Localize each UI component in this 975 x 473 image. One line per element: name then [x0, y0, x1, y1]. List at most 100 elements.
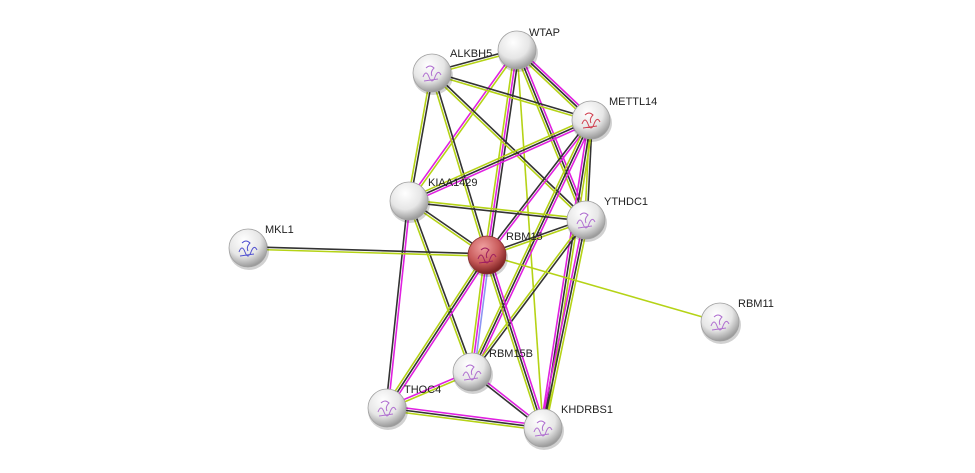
node-label: MKL1 [265, 224, 294, 236]
edge-evidence-line [407, 117, 591, 200]
node-bubble[interactable] [367, 388, 407, 428]
edge-kiaa1429-thoc4[interactable] [385, 200, 411, 409]
edge-evidence-line [387, 201, 411, 409]
edge-evidence-line [409, 50, 519, 203]
edge-evidence-line [486, 254, 544, 429]
edge-evidence-line [486, 49, 518, 256]
edge-evidence-line [432, 72, 489, 255]
node-label: YTHDC1 [604, 196, 648, 208]
protein-structure-icon [581, 112, 601, 129]
node-alkbh5[interactable]: ALKBH5 [412, 48, 492, 95]
node-mkl1[interactable]: MKL1 [228, 224, 294, 270]
edge-evidence-line [386, 254, 488, 409]
edge-evidence-line [539, 119, 590, 428]
node-kiaa1429[interactable]: KIAA1429 [389, 177, 478, 223]
edge-mettl14-rbm15b[interactable] [469, 118, 594, 374]
node-khdrbs1[interactable]: KHDRBS1 [523, 404, 613, 450]
edge-alkbh5-rbm15[interactable] [430, 72, 489, 256]
protein-structure-icon [477, 247, 497, 264]
edge-evidence-line [408, 201, 586, 222]
edge-rbm15-khdrbs1[interactable] [483, 254, 547, 429]
edge-evidence-line [542, 219, 587, 429]
edge-evidence-line [408, 119, 592, 202]
edge-mkl1-rbm15[interactable] [247, 246, 488, 257]
node-bubble[interactable] [228, 228, 268, 268]
edge-evidence-line [387, 404, 544, 427]
edge-evidence-line [407, 48, 517, 201]
edge-rbm15-rbm11[interactable] [486, 254, 721, 323]
node-bubble[interactable] [523, 408, 563, 448]
edge-evidence-line [488, 254, 547, 428]
edge-alkbh5-ythdc1[interactable] [430, 71, 588, 222]
node-bubble[interactable] [389, 181, 429, 221]
edge-evidence-line [486, 254, 721, 323]
edge-evidence-line [488, 50, 521, 256]
node-label: KHDRBS1 [561, 404, 613, 416]
edge-evidence-line [407, 72, 432, 201]
edge-evidence-line [432, 71, 588, 220]
protein-structure-icon [533, 420, 553, 437]
node-label: KIAA1429 [428, 177, 478, 189]
node-label: ALKBH5 [450, 48, 492, 60]
protein-structure-icon [238, 240, 258, 257]
node-bubble[interactable] [571, 100, 611, 140]
node-wtap[interactable]: WTAP [497, 27, 560, 72]
node-label: METTL14 [609, 96, 657, 108]
edge-evidence-line [487, 120, 593, 257]
node-mettl14[interactable]: METTL14 [571, 96, 657, 142]
node-bubble[interactable] [452, 352, 492, 392]
edge-evidence-line [384, 253, 486, 408]
node-bubble[interactable] [467, 235, 507, 275]
node-label: THOC4 [404, 384, 441, 396]
edge-ythdc1-rbm15b[interactable] [470, 218, 588, 374]
node-bubble[interactable] [566, 200, 606, 240]
edge-evidence-line [409, 200, 474, 372]
edge-wtap-rbm15[interactable] [483, 49, 521, 256]
edge-evidence-line [432, 71, 592, 120]
edge-evidence-line [472, 220, 588, 374]
edge-evidence-line [483, 255, 542, 429]
edge-evidence-line [468, 254, 486, 372]
edge-evidence-line [247, 248, 487, 257]
protein-structure-icon [576, 212, 596, 229]
node-rbm15b[interactable]: RBM15B [452, 348, 533, 394]
edge-mettl14-rbm15[interactable] [485, 118, 593, 257]
edge-ythdc1-khdrbs1[interactable] [539, 219, 590, 429]
edge-evidence-line [407, 201, 472, 373]
edge-alkbh5-kiaa1429[interactable] [407, 72, 434, 202]
node-bubble[interactable] [412, 53, 452, 93]
edge-wtap-kiaa1429[interactable] [407, 48, 519, 203]
protein-structure-icon [710, 314, 730, 331]
edge-evidence-line [544, 220, 590, 429]
node-label: RBM15 [506, 231, 543, 243]
node-thoc4[interactable]: THOC4 [367, 384, 441, 430]
edge-evidence-line [473, 120, 594, 374]
edge-mettl14-kiaa1429[interactable] [407, 117, 593, 204]
node-label: RBM11 [738, 298, 774, 310]
edge-evidence-line [409, 199, 587, 220]
edge-rbm15-thoc4[interactable] [384, 253, 490, 410]
edge-evidence-line [386, 409, 543, 432]
node-bubble[interactable] [497, 30, 537, 70]
edge-evidence-line [431, 73, 591, 122]
edge-kiaa1429-ythdc1[interactable] [408, 199, 587, 222]
node-rbm11[interactable]: RBM11 [700, 298, 774, 344]
node-rbm15[interactable]: RBM15 [467, 231, 543, 277]
edge-evidence-line [409, 121, 593, 204]
edge-evidence-line [471, 254, 488, 373]
edge-evidence-line [470, 218, 586, 372]
edge-rbm15-rbm15b[interactable] [468, 254, 491, 373]
edge-evidence-line [430, 73, 487, 256]
node-bubble[interactable] [700, 302, 740, 342]
edge-alkbh5-mettl14[interactable] [431, 71, 592, 122]
edge-thoc4-khdrbs1[interactable] [386, 404, 544, 432]
protein-structure-icon [422, 65, 442, 82]
edge-evidence-line [430, 73, 586, 222]
node-label: RBM15B [489, 348, 533, 360]
edge-evidence-line [485, 118, 591, 255]
edge-kiaa1429-rbm15b[interactable] [407, 200, 474, 373]
edge-evidence-line [469, 118, 590, 372]
node-ythdc1[interactable]: YTHDC1 [566, 196, 648, 242]
protein-structure-icon [462, 364, 482, 381]
